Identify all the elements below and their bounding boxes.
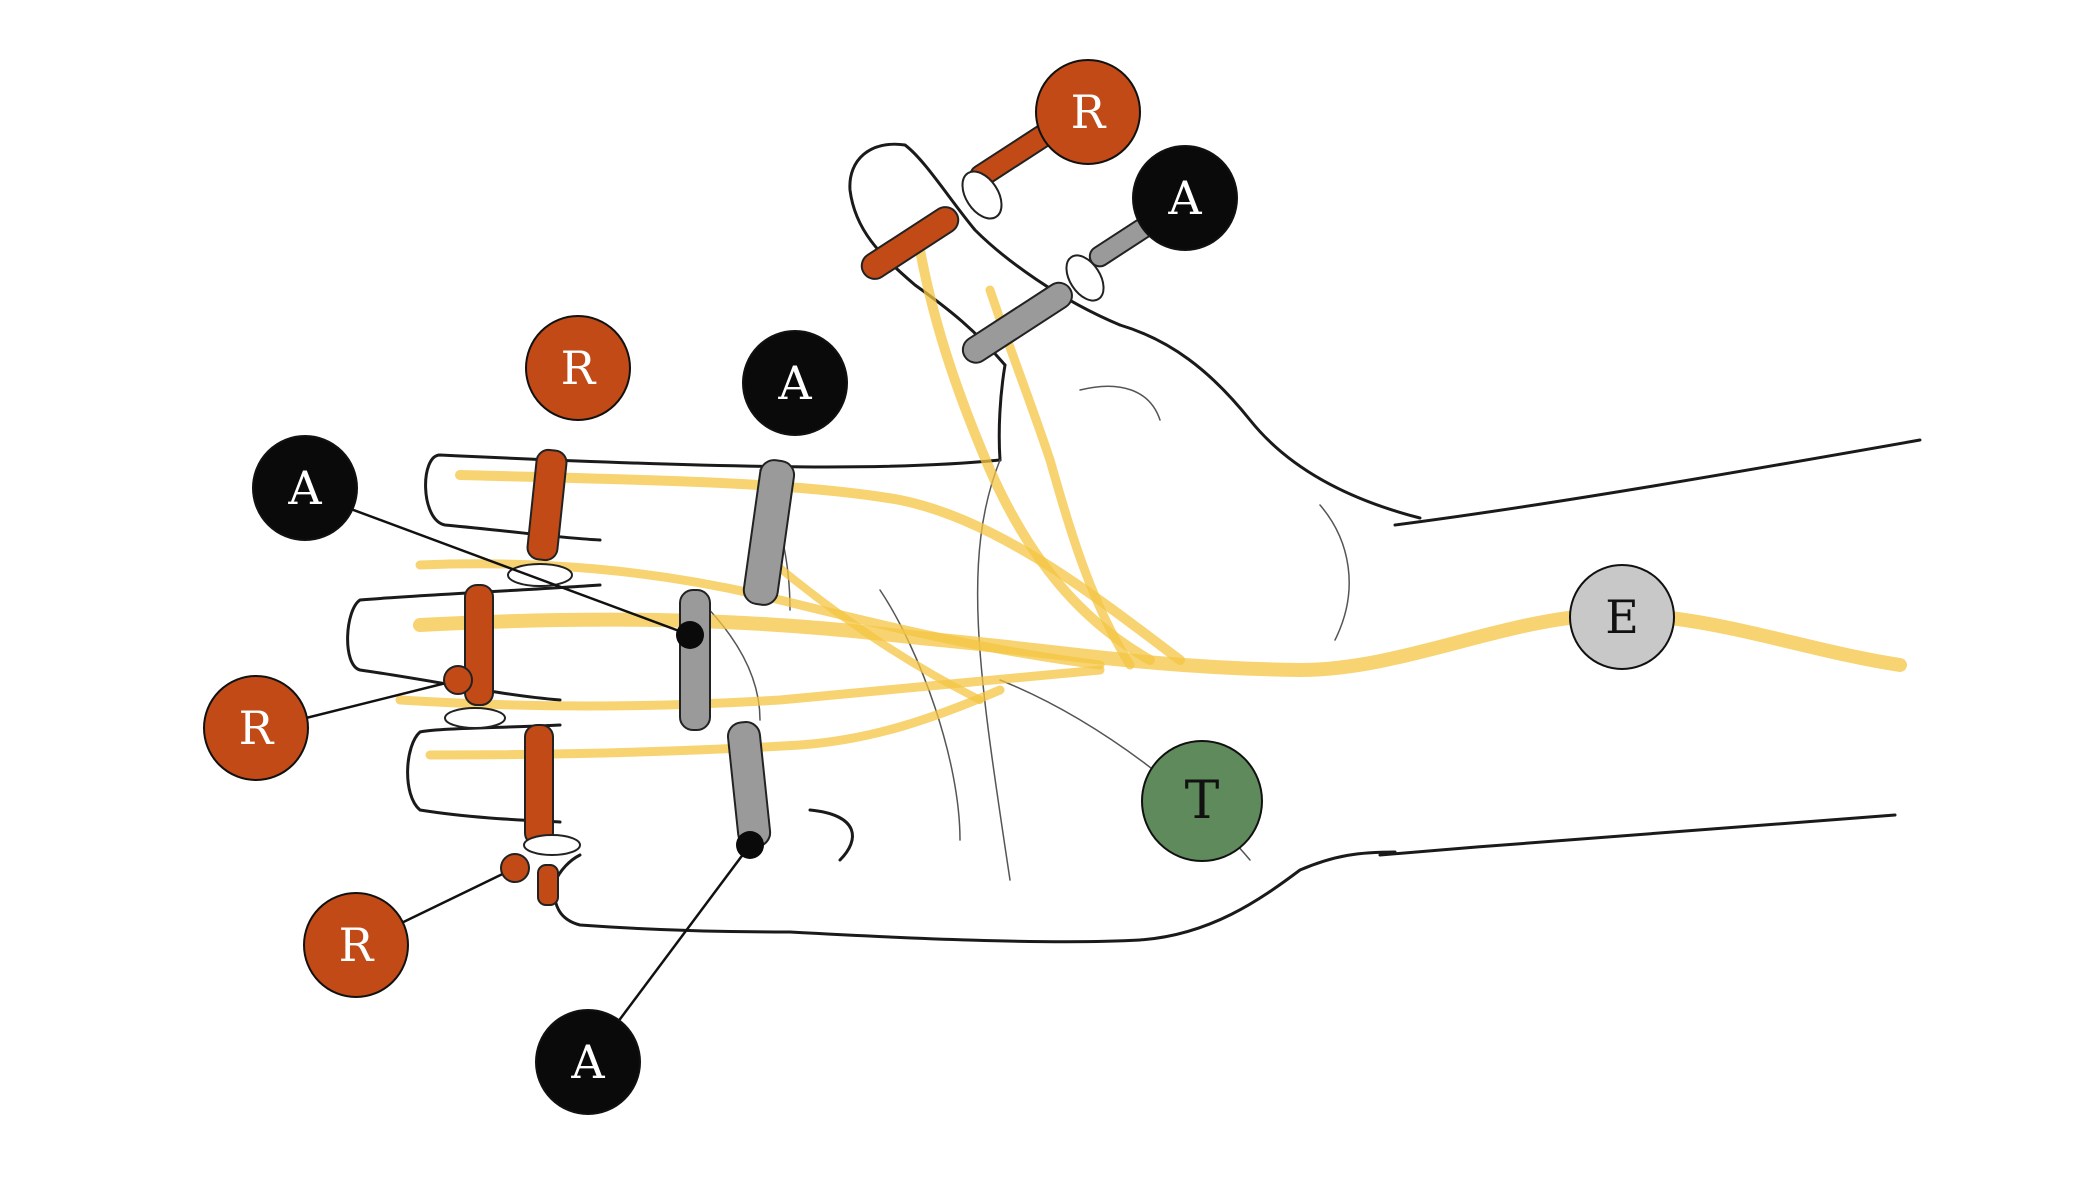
- middle-a-ring: [679, 589, 711, 731]
- label-middle-r-circle: [203, 675, 309, 781]
- nerve-bundle: [395, 245, 1907, 760]
- label-palm-t: T: [1141, 740, 1263, 862]
- label-ring-r-text: R: [339, 918, 375, 972]
- index-r-clasp: [507, 563, 573, 587]
- hand-outline: [346, 142, 1922, 944]
- leader-lines: [257, 490, 764, 1063]
- label-forearm-e-text: E: [1605, 590, 1639, 644]
- label-thumb-a-text: A: [1167, 171, 1202, 225]
- pinky-r-ring: [537, 864, 559, 906]
- ring-r-ring: [524, 724, 554, 846]
- ring-r-anchor-dot: [500, 853, 530, 883]
- label-ring-a-text: A: [570, 1035, 605, 1089]
- index-a-anchor-dot: [676, 621, 704, 649]
- label-index-r: R: [525, 315, 631, 421]
- index-a-leader: [304, 490, 691, 637]
- label-thumb-r-text: R: [1071, 85, 1107, 139]
- label-ring-a: A: [535, 1009, 641, 1115]
- label-index-r-circle: [525, 315, 631, 421]
- index-a-ring: [742, 459, 796, 606]
- label-middle-a-text: A: [287, 461, 322, 515]
- labels: R A R A A R R A: [203, 59, 1675, 1115]
- label-index-a: A: [742, 330, 848, 436]
- label-middle-r: R: [203, 675, 309, 781]
- label-palm-t-circle: [1141, 740, 1263, 862]
- label-middle-a: A: [252, 435, 358, 541]
- label-thumb-r: R: [1035, 59, 1141, 165]
- label-middle-r-text: R: [239, 701, 275, 755]
- thumb-r-ring-clasp: [961, 170, 1003, 220]
- thumb-a-ring: [961, 281, 1073, 364]
- label-thumb-a: A: [1132, 145, 1238, 251]
- label-thumb-r-circle: [1035, 59, 1141, 165]
- label-palm-t-text: T: [1185, 771, 1220, 831]
- label-forearm-e: E: [1569, 564, 1675, 670]
- thumb-r-ring: [860, 206, 960, 280]
- label-index-r-text: R: [561, 341, 597, 395]
- label-index-a-text: A: [777, 356, 812, 410]
- label-ring-a-circle: [535, 1009, 641, 1115]
- index-r-ring: [526, 448, 568, 562]
- middle-r-anchor-dot: [443, 665, 473, 695]
- ring-r-clasp: [523, 834, 581, 856]
- label-ring-r-circle: [303, 892, 409, 998]
- ring-a-anchor-dot: [736, 831, 764, 859]
- ring-a-ring: [726, 721, 772, 848]
- rings: [444, 123, 1162, 906]
- thumb-a-ring-clasp: [1065, 254, 1105, 302]
- label-thumb-a-circle: [1132, 145, 1238, 251]
- label-index-a-circle: [742, 330, 848, 436]
- label-middle-a-circle: [252, 435, 358, 541]
- label-forearm-e-circle: [1569, 564, 1675, 670]
- middle-r-clasp: [444, 707, 506, 729]
- label-ring-r: R: [303, 892, 409, 998]
